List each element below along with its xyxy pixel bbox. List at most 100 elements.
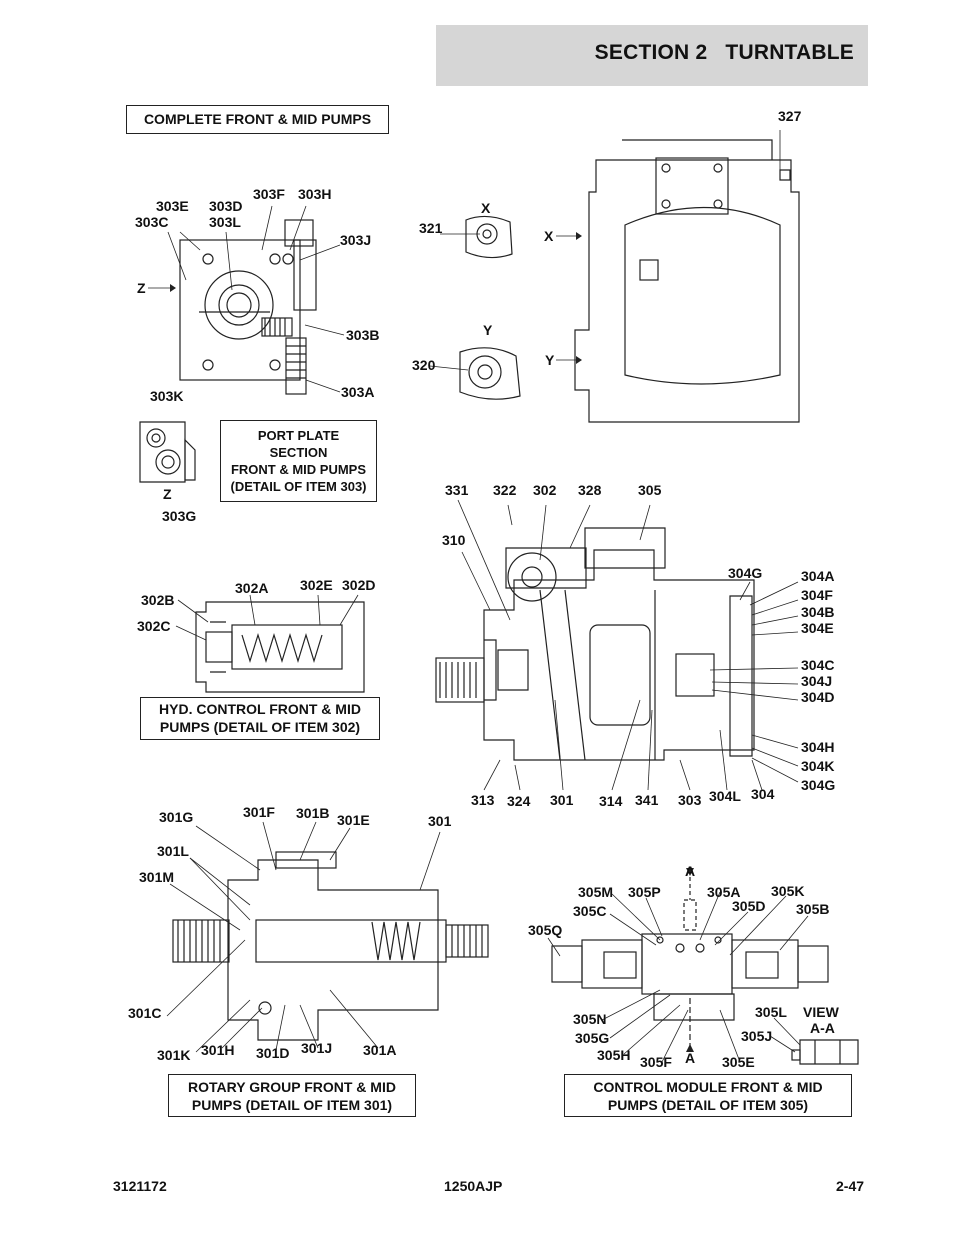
rotary-group-section xyxy=(172,851,489,1041)
callout-313: 313 xyxy=(471,792,495,808)
callout-305L: 305L xyxy=(755,1004,787,1020)
control-module-section xyxy=(551,870,859,1065)
callout-x-label: X xyxy=(481,200,491,216)
caption-port-plate-line-1: PORT PLATE xyxy=(257,428,340,443)
caption-control-module-line-2: PUMPS (DETAIL OF ITEM 305) xyxy=(607,1097,809,1113)
callout-305J: 305J xyxy=(741,1028,772,1044)
callout-305F: 305F xyxy=(640,1054,672,1070)
callout-304E: 304E xyxy=(801,620,834,636)
callout-305: 305 xyxy=(638,482,662,498)
y-detail xyxy=(459,347,521,400)
callout-301B: 301B xyxy=(296,805,329,821)
callout-331: 331 xyxy=(445,482,469,498)
callout-305B: 305B xyxy=(796,901,829,917)
callout-303B: 303B xyxy=(346,327,379,343)
caption-rotary-group-line-1: ROTARY GROUP FRONT & MID xyxy=(188,1079,396,1095)
x-detail xyxy=(465,215,513,259)
callout-301H: 301H xyxy=(201,1042,234,1058)
callout-304G-bottom: 304G xyxy=(801,777,835,793)
callout-304D: 304D xyxy=(801,689,834,705)
callout-301L: 301L xyxy=(157,843,189,859)
callout-304B: 304B xyxy=(801,604,834,620)
callout-305K: 305K xyxy=(771,883,804,899)
callout-301K: 301K xyxy=(157,1047,190,1063)
callout-305H: 305H xyxy=(597,1047,630,1063)
callout-304: 304 xyxy=(751,786,775,802)
callout-301C: 301C xyxy=(128,1005,161,1021)
callout-302A: 302A xyxy=(235,580,268,596)
callout-302D: 302D xyxy=(342,577,375,593)
caption-rotary-group-line-2: PUMPS (DETAIL OF ITEM 301) xyxy=(191,1097,393,1113)
callout-303: 303 xyxy=(678,792,702,808)
callout-303A: 303A xyxy=(341,384,374,400)
callout-303C: 303C xyxy=(135,214,168,230)
callout-305Q: 305Q xyxy=(528,922,562,938)
callout-z-arrow: Z xyxy=(137,280,146,296)
callout-322: 322 xyxy=(493,482,517,498)
callout-305G: 305G xyxy=(575,1030,609,1046)
callout-view-aa: A-A xyxy=(810,1020,835,1036)
callout-303G: 303G xyxy=(162,508,196,524)
callout-304L: 304L xyxy=(709,788,741,804)
caption-port-plate-line-2: SECTION xyxy=(269,445,328,460)
callout-301M: 301M xyxy=(139,869,174,885)
port-plate-drawing xyxy=(179,219,317,395)
callout-304G-top: 304G xyxy=(728,565,762,581)
port-plate-section-z xyxy=(139,421,196,483)
callout-301F: 301F xyxy=(243,804,275,820)
callout-314: 314 xyxy=(599,793,623,809)
callout-321: 321 xyxy=(419,220,443,236)
caption-hyd-control-line-1: HYD. CONTROL FRONT & MID xyxy=(159,701,361,717)
callout-305A: 305A xyxy=(707,884,740,900)
pump-housing-side xyxy=(574,139,800,423)
callout-304F: 304F xyxy=(801,587,833,603)
callout-303J: 303J xyxy=(340,232,371,248)
callout-302E: 302E xyxy=(300,577,333,593)
callout-305M: 305M xyxy=(578,884,613,900)
caption-complete-text: COMPLETE FRONT & MID PUMPS xyxy=(143,111,372,127)
caption-complete-pumps: COMPLETE FRONT & MID PUMPS xyxy=(126,105,389,134)
callout-303K: 303K xyxy=(150,388,183,404)
caption-hyd-control: HYD. CONTROL FRONT & MID PUMPS (DETAIL O… xyxy=(140,697,380,740)
callout-320: 320 xyxy=(412,357,436,373)
callout-327: 327 xyxy=(778,108,802,124)
callout-301E: 301E xyxy=(337,812,370,828)
callout-302B: 302B xyxy=(141,592,174,608)
caption-hyd-control-line-2: PUMPS (DETAIL OF ITEM 302) xyxy=(159,719,361,735)
hyd-control-section xyxy=(195,601,365,693)
section-header-band: SECTION 2 TURNTABLE xyxy=(436,25,868,86)
caption-control-module-line-1: CONTROL MODULE FRONT & MID xyxy=(593,1079,823,1095)
callout-x-arrow: X xyxy=(544,228,554,244)
callout-305E: 305E xyxy=(722,1054,755,1070)
callout-304H: 304H xyxy=(801,739,834,755)
callout-y-label: Y xyxy=(483,322,493,338)
callout-304K: 304K xyxy=(801,758,834,774)
callout-303D: 303D xyxy=(209,198,242,214)
callout-303H: 303H xyxy=(298,186,331,202)
callout-302C: 302C xyxy=(137,618,170,634)
callout-324: 324 xyxy=(507,793,531,809)
footer-doc-number: 3121172 xyxy=(113,1178,167,1194)
callout-301G: 301G xyxy=(159,809,193,825)
caption-control-module: CONTROL MODULE FRONT & MID PUMPS (DETAIL… xyxy=(564,1074,852,1117)
callout-304J: 304J xyxy=(801,673,832,689)
pump-cross-section xyxy=(435,527,755,761)
callout-z-label: Z xyxy=(163,486,172,502)
callout-328: 328 xyxy=(578,482,602,498)
callout-301-rotary: 301 xyxy=(428,813,452,829)
section-title: SECTION 2 TURNTABLE xyxy=(594,41,854,64)
footer-page-number: 2-47 xyxy=(836,1178,865,1194)
callout-y-arrow: Y xyxy=(545,352,555,368)
callout-301D: 301D xyxy=(256,1045,289,1061)
callout-303F: 303F xyxy=(253,186,285,202)
callout-302: 302 xyxy=(533,482,557,498)
caption-port-plate-line-3: FRONT & MID PUMPS xyxy=(230,462,367,477)
caption-rotary-group: ROTARY GROUP FRONT & MID PUMPS (DETAIL O… xyxy=(168,1074,416,1117)
callout-section-a-top: A xyxy=(685,863,695,879)
callout-301J: 301J xyxy=(301,1040,332,1056)
callout-341: 341 xyxy=(635,792,659,808)
callout-301A: 301A xyxy=(363,1042,396,1058)
caption-port-plate-line-4: (DETAIL OF ITEM 303) xyxy=(230,479,367,494)
callout-310: 310 xyxy=(442,532,466,548)
